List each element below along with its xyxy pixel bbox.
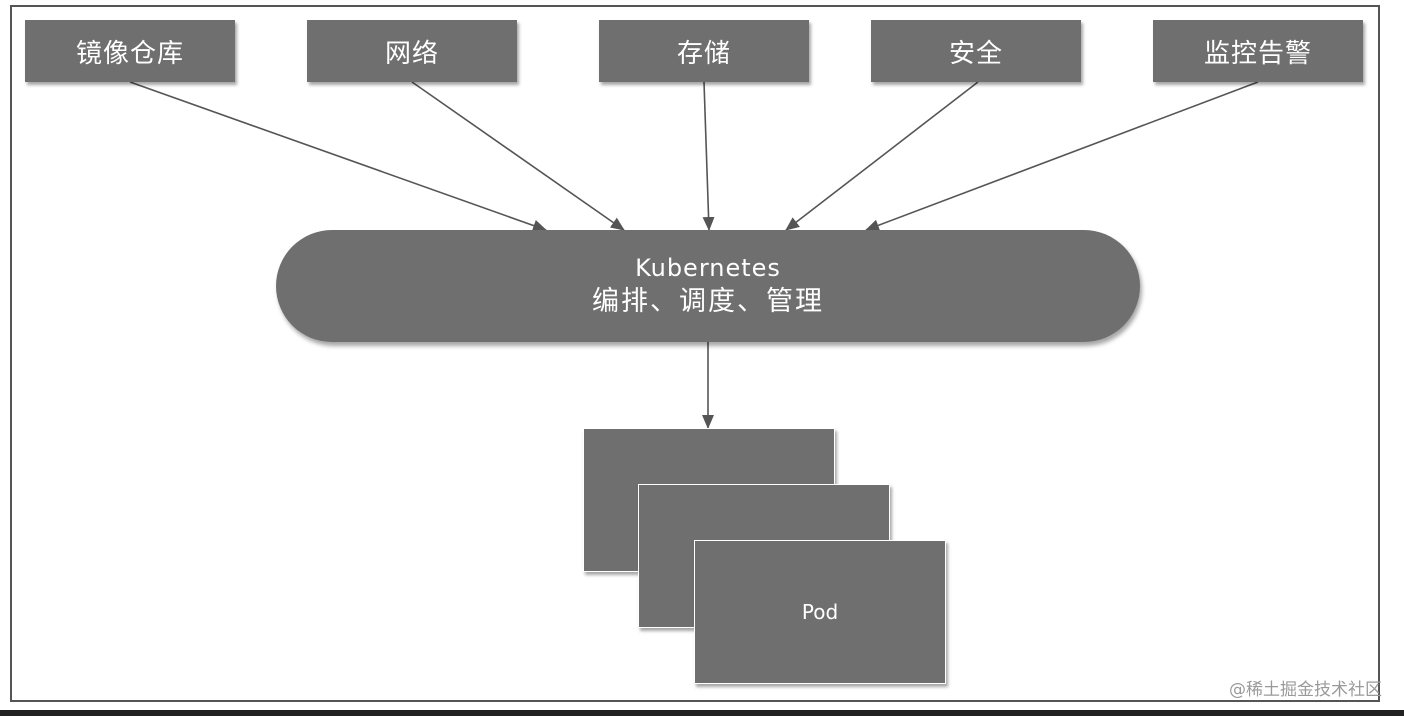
node-storage-label: 存储 <box>676 38 731 69</box>
kubernetes-subtitle: 编排、调度、管理 <box>592 285 824 317</box>
kubernetes-title: Kubernetes <box>635 253 781 282</box>
edge-security-to-kubernetes <box>785 81 979 231</box>
edge-network-to-kubernetes <box>411 81 625 231</box>
node-registry-label: 镜像仓库 <box>75 38 184 69</box>
node-storage: 存储 <box>599 20 809 82</box>
node-monitoring: 监控告警 <box>1153 20 1363 82</box>
pod-label: Pod <box>801 600 839 624</box>
edge-registry-to-kubernetes <box>129 81 547 232</box>
bottom-bar <box>0 710 1404 716</box>
node-network: 网络 <box>307 20 517 82</box>
node-security: 安全 <box>871 20 1081 82</box>
node-security-label: 安全 <box>948 38 1003 69</box>
node-network-label: 网络 <box>384 38 439 69</box>
pod-card-front: Pod <box>694 540 946 684</box>
node-registry: 镜像仓库 <box>25 20 235 82</box>
edge-monitoring-to-kubernetes <box>865 81 1259 232</box>
node-monitoring-label: 监控告警 <box>1203 38 1312 69</box>
watermark: @稀土掘金技术社区 <box>1229 680 1382 700</box>
edge-storage-to-kubernetes <box>702 81 715 231</box>
node-kubernetes: Kubernetes 编排、调度、管理 <box>276 230 1140 342</box>
